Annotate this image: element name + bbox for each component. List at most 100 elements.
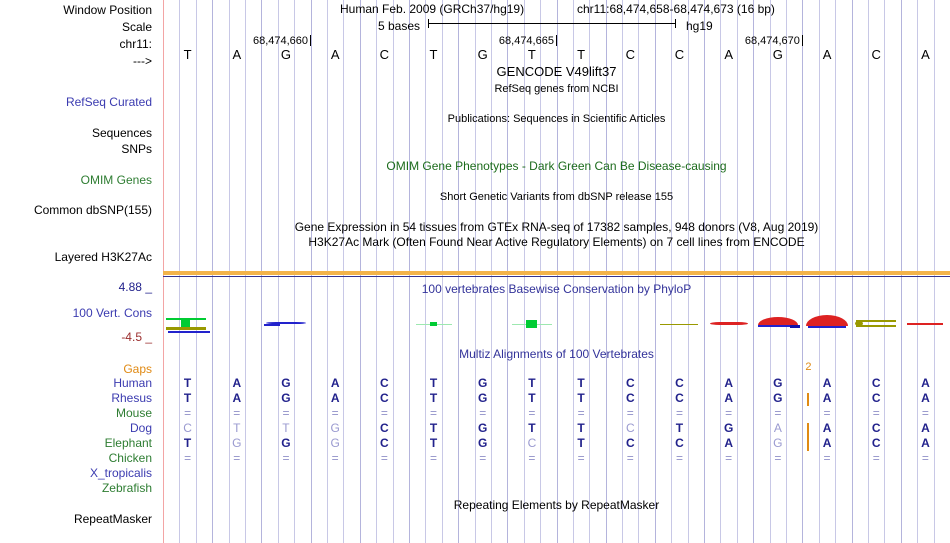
alignment-base: C: [625, 436, 635, 450]
sequence-base: A: [724, 47, 733, 62]
alignment-gap-dash: =: [626, 406, 634, 420]
h3k27ac-track-label[interactable]: H3K27Ac Mark (Often Found Near Active Re…: [308, 235, 805, 249]
alignment-base: T: [577, 376, 585, 390]
alignment-base: T: [183, 376, 192, 390]
alignment-gap-dash: =: [331, 451, 339, 465]
snps-label[interactable]: SNPs: [121, 142, 152, 156]
alignment-gap-dash: =: [380, 406, 388, 420]
omim-genes-label[interactable]: OMIM Genes: [80, 173, 152, 187]
alignment-base: T: [183, 436, 192, 450]
sequence-base: C: [674, 47, 685, 62]
alignment-base: A: [921, 376, 930, 390]
db-label: hg19: [686, 19, 713, 33]
alignment-gap-dash: =: [823, 406, 831, 420]
species-label-chicken[interactable]: Chicken: [108, 451, 152, 465]
conservation-bar: [803, 300, 851, 340]
alignment-base: T: [429, 391, 438, 405]
alignment-base: G: [281, 436, 291, 450]
alignment-gap-dash: =: [233, 406, 241, 420]
alignment-base: G: [281, 376, 291, 390]
position-readout: chr11:68,474,658-68,474,673 (16 bp): [577, 2, 775, 16]
alignment-gap-dash: =: [725, 451, 733, 465]
alignment-base: C: [625, 376, 635, 390]
conservation-bar: [754, 300, 802, 340]
alignment-base: G: [478, 391, 488, 405]
alignment-base: A: [921, 421, 930, 435]
cons-track-label[interactable]: 100 Vert. Cons: [72, 306, 152, 320]
alignment-gap-dash: =: [872, 406, 880, 420]
alignment-gap-dash: =: [675, 451, 683, 465]
alignment-base: G: [281, 391, 291, 405]
repeatmasker-label[interactable]: RepeatMasker: [73, 512, 152, 526]
species-label-x_tropicalis[interactable]: X_tropicalis: [89, 466, 152, 480]
repeatmasker-track-label[interactable]: Repeating Elements by RepeatMasker: [453, 498, 660, 512]
species-label-dog[interactable]: Dog: [129, 421, 152, 435]
alignment-gap-dash: =: [528, 451, 536, 465]
sequences-label[interactable]: Sequences: [91, 126, 152, 140]
gap-marker: [807, 393, 810, 406]
species-label-zebrafish[interactable]: Zebrafish: [101, 481, 152, 495]
alignment-base: A: [773, 421, 782, 435]
dbsnp-track-label[interactable]: Short Genetic Variants from dbSNP releas…: [439, 191, 674, 203]
omim-track-label[interactable]: OMIM Gene Phenotypes - Dark Green Can Be…: [386, 159, 727, 173]
alignment-base: T: [183, 391, 192, 405]
publications-track-label[interactable]: Publications: Sequences in Scientific Ar…: [447, 113, 666, 125]
alignment-base: A: [724, 391, 733, 405]
conservation-plot[interactable]: [0, 300, 950, 340]
alignment-base: T: [282, 421, 290, 435]
alignment-base: G: [773, 436, 783, 450]
alignment-base: A: [330, 391, 340, 405]
alignment-gap-dash: =: [184, 451, 192, 465]
common-dbsnp-label[interactable]: Common dbSNP(155): [33, 203, 152, 217]
alignment-base: A: [822, 376, 832, 390]
alignment-row: [0, 482, 950, 496]
ruler-position-label: 68,474,660: [252, 35, 309, 47]
alignment-base: C: [183, 421, 192, 435]
species-label-elephant[interactable]: Elephant: [104, 436, 152, 450]
alignment-row: ================: [0, 407, 950, 421]
alignment-gap-dash: =: [528, 406, 536, 420]
alignment-base: C: [625, 421, 635, 435]
gencode-track-label[interactable]: GENCODE V49lift37: [496, 64, 617, 79]
sequence-base: A: [232, 47, 242, 62]
alignment-base: T: [528, 391, 536, 405]
alignment-gap-dash: =: [774, 406, 782, 420]
species-label-mouse[interactable]: Mouse: [115, 406, 152, 420]
sequence-base: C: [625, 47, 635, 62]
alignment-base: A: [822, 436, 832, 450]
gap-marker: [807, 423, 810, 451]
alignment-base: T: [528, 376, 536, 390]
layered-h3k27ac-label[interactable]: Layered H3K27Ac: [54, 250, 152, 264]
refseq-curated-label[interactable]: RefSeq Curated: [65, 95, 152, 109]
strand-arrow-label: --->: [133, 54, 152, 68]
alignment-gap-dash: =: [380, 451, 388, 465]
conservation-bar: [852, 300, 900, 340]
gaps-label: Gaps: [123, 362, 152, 376]
alignment-gap-dash: =: [675, 406, 683, 420]
assembly-title: Human Feb. 2009 (GRCh37/hg19): [340, 2, 525, 16]
alignment-base: C: [871, 376, 881, 390]
alignment-base: G: [478, 376, 488, 390]
species-label-rhesus[interactable]: Rhesus: [111, 391, 152, 405]
sequence-base: G: [477, 47, 488, 62]
chrom-label: chr11:: [119, 37, 152, 51]
ruler-tick: [555, 35, 557, 46]
alignment-base: C: [871, 421, 881, 435]
gtex-track-label[interactable]: Gene Expression in 54 tissues from GTEx …: [294, 220, 819, 234]
sequence-base: C: [871, 47, 881, 62]
species-label-human[interactable]: Human: [113, 376, 152, 390]
alignment-base: C: [675, 436, 684, 450]
alignment-base: T: [429, 421, 438, 435]
alignment-gap-dash: =: [331, 406, 339, 420]
alignment-base: G: [773, 391, 783, 405]
refseq-track-label[interactable]: RefSeq genes from NCBI: [494, 83, 619, 95]
scale-label: Scale: [121, 20, 152, 34]
sequence-base: T: [429, 47, 438, 62]
multiz-track-label[interactable]: Multiz Alignments of 100 Vertebrates: [459, 347, 654, 361]
alignment-gap-dash: =: [430, 451, 438, 465]
alignment-base: C: [527, 436, 537, 450]
phylop-track-label[interactable]: 100 vertebrates Basewise Conservation by…: [421, 282, 692, 296]
alignment-base: T: [528, 421, 536, 435]
